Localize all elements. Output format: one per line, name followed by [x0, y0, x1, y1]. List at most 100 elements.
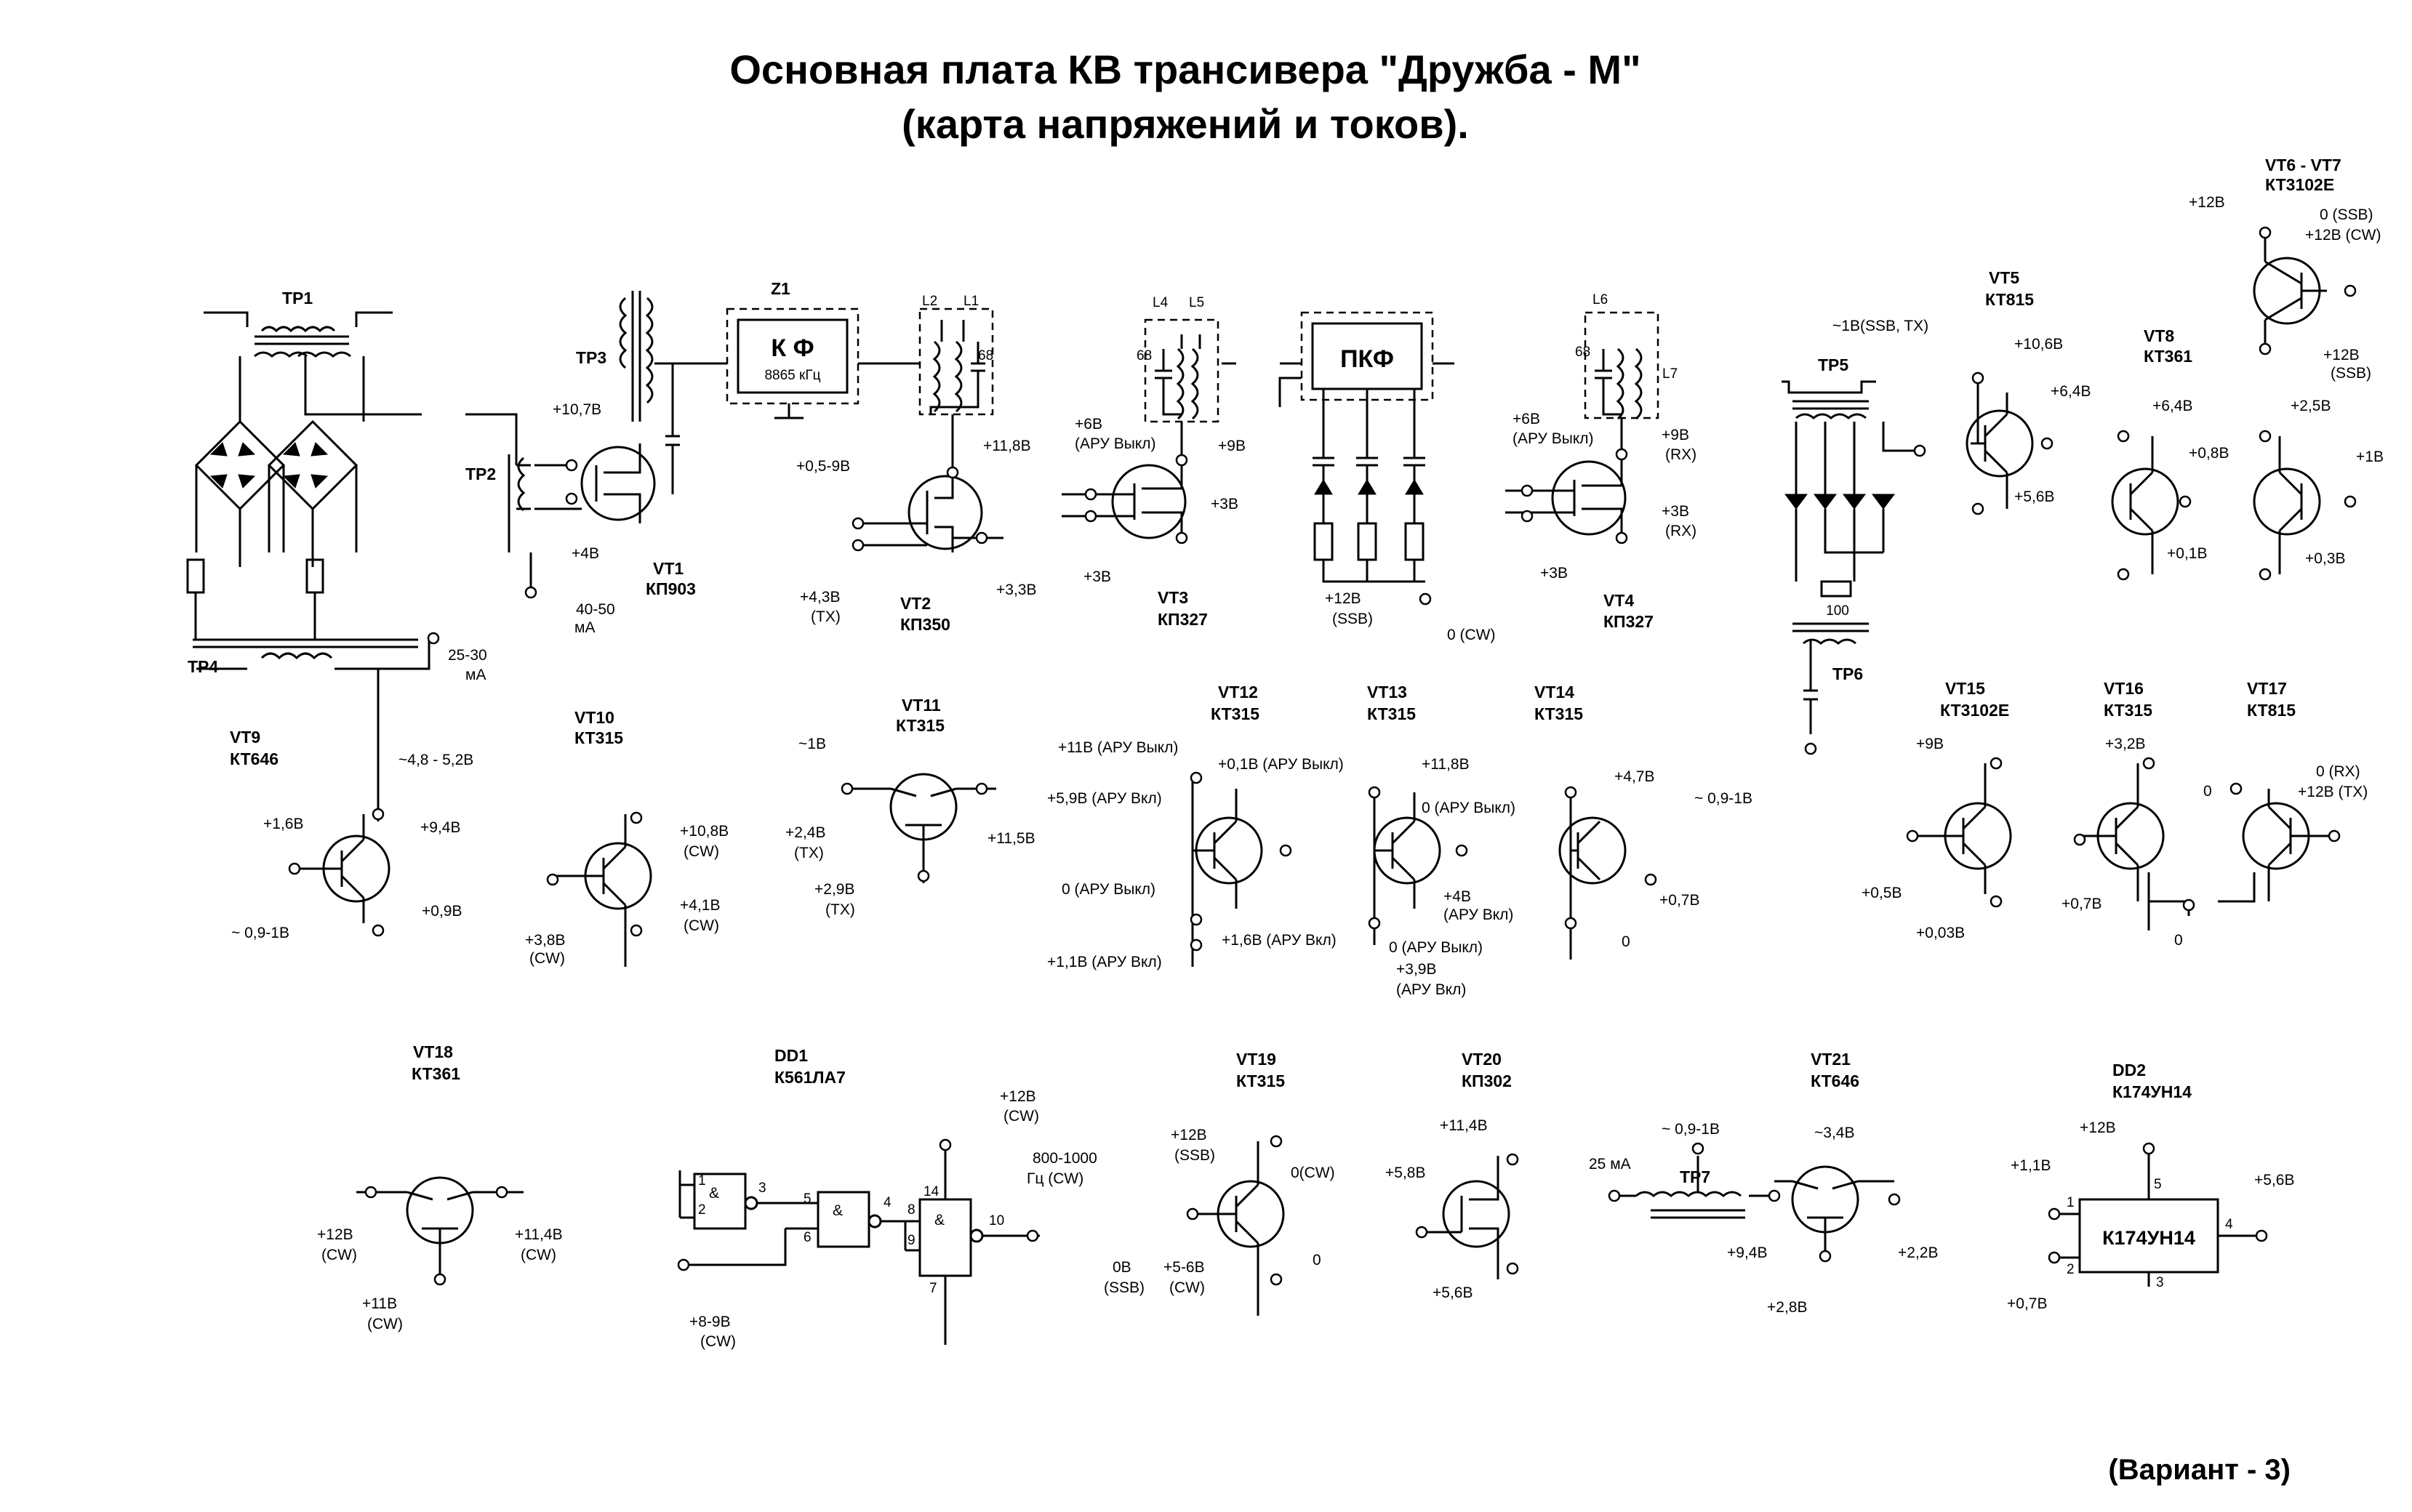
vt3-label-3: +3В: [1211, 496, 1238, 512]
vt19-name: VT19: [1236, 1050, 1276, 1069]
vt8-label-4: (SSB): [2331, 365, 2371, 382]
vt11-name: VT11: [902, 696, 941, 715]
vt1-part: КП903: [646, 579, 696, 598]
vt19-label-6: (CW): [1169, 1279, 1205, 1296]
vt10-label-1: (CW): [684, 843, 719, 860]
vt19-part: КТ315: [1236, 1071, 1285, 1090]
z1-label: Z1: [771, 279, 790, 298]
vt9-label-4: +0,9В: [422, 903, 462, 920]
vt8-label-0: +12В: [2189, 194, 2225, 211]
vt9-label-3: ~ 0,9-1В: [231, 925, 289, 941]
vt5-name: VT5: [1989, 268, 2019, 287]
vt5-label-1: +6,4В: [2051, 383, 2091, 400]
vt19-label-5: +5-6В: [1163, 1259, 1205, 1276]
vt16-label-2: 0: [2174, 932, 2183, 949]
dd1-name: DD1: [774, 1046, 808, 1065]
vt18-part: КТ361: [412, 1064, 460, 1083]
vt19-label-3: 0В: [1113, 1259, 1131, 1276]
kf-freq: 8865 кГц: [764, 368, 820, 383]
vt21-label-2: ~3,4В: [1814, 1125, 1854, 1141]
vt12-label-1: +0,1В (АРУ Выкл): [1218, 756, 1344, 773]
vt8-label-1: 0 (SSB): [2320, 206, 2373, 223]
pin-7: 7: [929, 1281, 937, 1296]
vt13-label-0: +11,8В: [1422, 756, 1470, 773]
vt18-label-4: +11В: [362, 1295, 397, 1312]
vt19-label-7: 0: [1313, 1252, 1321, 1268]
vt4-label-0: +6В: [1512, 411, 1540, 427]
dd1-label-1: (CW): [1003, 1108, 1039, 1125]
vt3-label-2: +9В: [1218, 438, 1246, 454]
vt21-part: КТ646: [1811, 1071, 1859, 1090]
vt2-name: VT2: [900, 594, 931, 613]
vt9-label-2: +1,6В: [263, 816, 303, 832]
gate-2: &: [833, 1202, 843, 1219]
vt4-part: КП327: [1603, 612, 1654, 631]
vt13-label-5: +3,9В: [1396, 961, 1436, 978]
dd2-pin-3: 3: [2156, 1275, 2164, 1290]
tp2-label: ТР2: [465, 465, 496, 483]
vt3-name: VT3: [1158, 588, 1188, 607]
vt15-name: VT15: [1945, 679, 1985, 698]
vt11-label-5: (ТХ): [825, 901, 855, 918]
pkf-label: ПКФ: [1340, 345, 1394, 373]
vt13-name: VT13: [1367, 683, 1407, 701]
pin-14: 14: [923, 1184, 939, 1199]
tp6-label: ТР6: [1832, 664, 1863, 683]
gate-3: &: [934, 1212, 945, 1228]
kf-label: К Ф: [771, 334, 814, 362]
vt3-part: КП327: [1158, 610, 1208, 629]
vt1-name: VT1: [653, 559, 684, 578]
vt18-label-5: (CW): [367, 1316, 403, 1332]
pkf-label-1: (SSB): [1332, 611, 1373, 627]
vt10-part: КТ315: [574, 728, 623, 747]
vt10-label-2: +3,8В: [525, 932, 565, 949]
vt8-label-3: +12В: [2323, 347, 2360, 363]
vt9-label-0: ~4,8 - 5,2В: [398, 752, 473, 768]
vt16-label-0: +3,2В: [2105, 736, 2145, 752]
vt17-label-2: +12В (TX): [2298, 784, 2368, 800]
vt14-label-1: +0,7В: [1659, 892, 1699, 909]
vt1-label-2: 40-50: [576, 601, 615, 618]
vt15-label-2: +0,03В: [1916, 925, 1965, 941]
title-line-2: (карта напряжений и токов).: [902, 101, 1469, 147]
vt20-label-1: +5,8В: [1385, 1165, 1425, 1181]
vt2-label-0: +0,5-9В: [796, 458, 850, 475]
vt14-label-2: 0: [1622, 933, 1630, 950]
l1-label: L1: [963, 294, 979, 309]
vt1-label-3: мА: [574, 619, 595, 636]
vt15-label-0: +9В: [1916, 736, 1944, 752]
vt16-name: VT16: [2104, 679, 2144, 698]
vt8-label-2: +12В (CW): [2305, 227, 2381, 244]
vt10-label-0: +10,8В: [680, 823, 729, 840]
l6-cap: 68: [1575, 345, 1590, 360]
vt15-label-1: +0,5В: [1862, 885, 1902, 901]
vt19-label-1: (SSB): [1174, 1147, 1215, 1164]
vt18-label-2: +11,4В: [515, 1226, 563, 1243]
vt3-label-4: +3В: [1083, 568, 1111, 585]
vt4-label-5: (RX): [1665, 523, 1696, 539]
vt10-name: VT10: [574, 708, 614, 727]
gate-1: &: [709, 1185, 719, 1202]
l5-label: L5: [1189, 295, 1204, 310]
vt18-label-3: (CW): [521, 1247, 556, 1263]
dd1-part: К561ЛА7: [774, 1068, 846, 1087]
vt20-label-2: +5,6В: [1433, 1284, 1473, 1301]
vt17-name: VT17: [2247, 679, 2287, 698]
dd1-label-4: +8-9В: [689, 1314, 731, 1330]
vt13-label-6: (АРУ Вкл): [1396, 981, 1466, 998]
vt4-label-2: +9В: [1662, 427, 1689, 443]
vt8-name: VT6 - VT7: [2265, 156, 2341, 174]
vt10-label-3: (CW): [529, 950, 565, 967]
vt2-label-4: +3,3В: [996, 582, 1036, 598]
vt4-label-4: +3В: [1662, 503, 1689, 520]
vt5-label-2: +5,6В: [2014, 488, 2054, 505]
vt21-label-0: ~ 0,9-1В: [1662, 1121, 1720, 1138]
vt10-label-5: (CW): [684, 917, 719, 934]
tp4-current-unit: мА: [465, 667, 486, 683]
vt20-part: КП302: [1462, 1071, 1512, 1090]
dd2-pin-1: 1: [2067, 1195, 2075, 1210]
l7-label: L7: [1662, 366, 1678, 382]
tp6-label-0: ~ 0,9-1В: [1694, 790, 1752, 807]
pin-3: 3: [758, 1181, 766, 1196]
